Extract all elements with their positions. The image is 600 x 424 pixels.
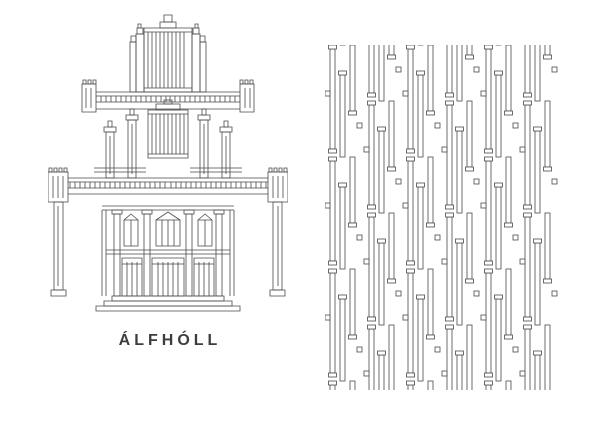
building-center (96, 15, 240, 311)
building-elevation-drawing (48, 14, 288, 314)
building-elevation-svg (48, 14, 288, 314)
facade-pattern-svg (324, 0, 558, 424)
building-half (48, 24, 168, 296)
facade-pattern (324, 0, 559, 424)
building-title: ÁLFHÓLL (118, 332, 222, 349)
